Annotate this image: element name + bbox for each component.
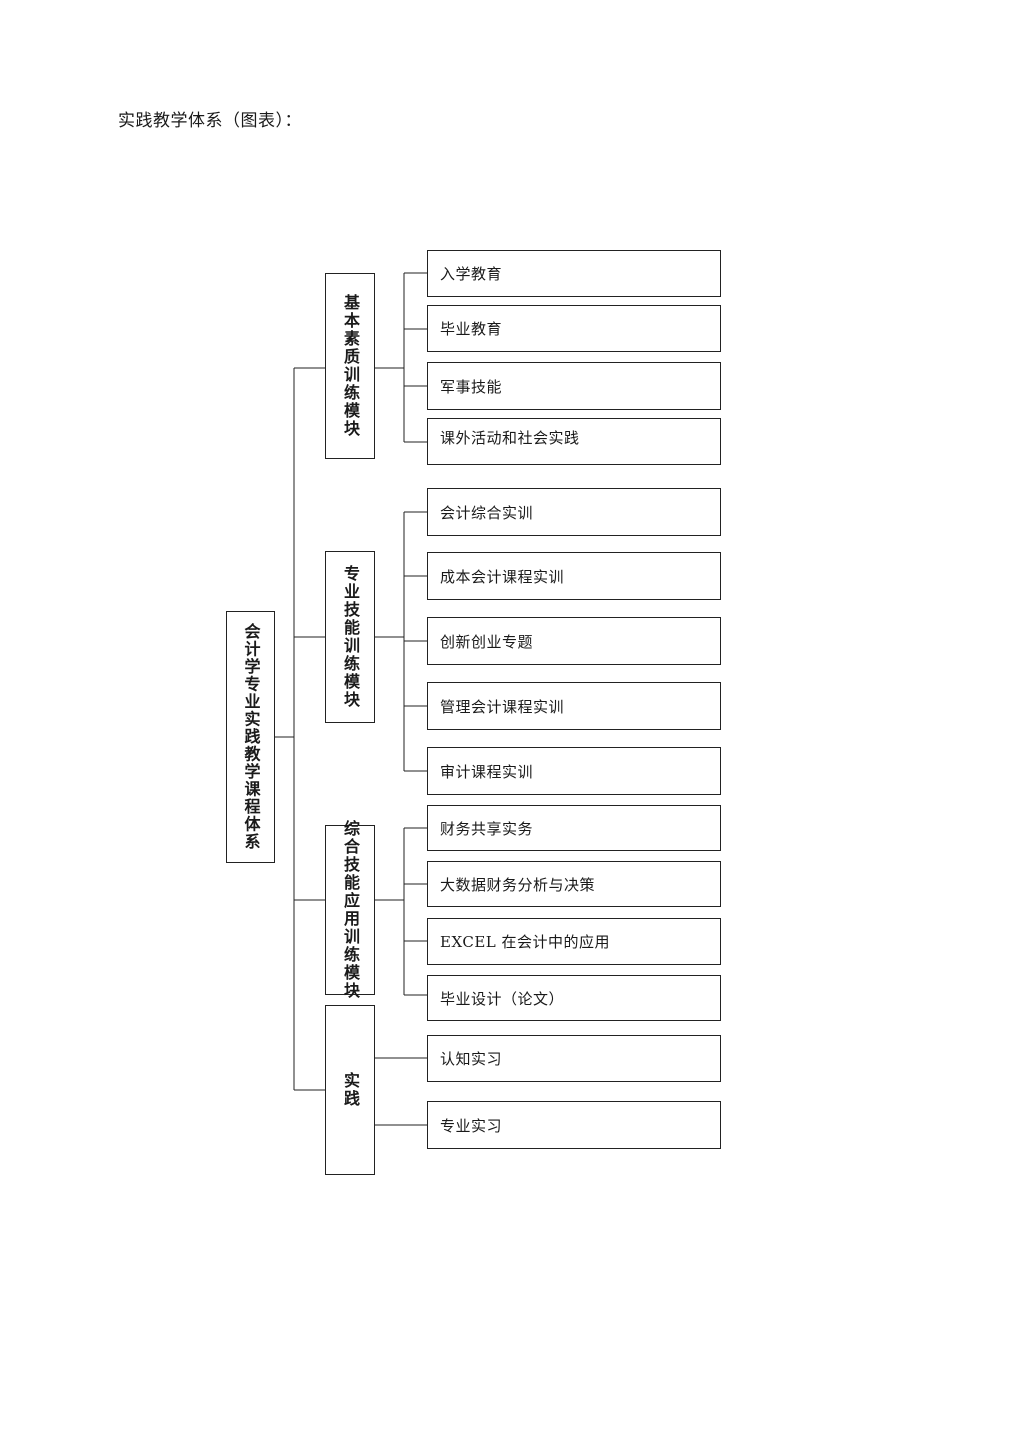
leaf-node-label: 入学教育	[440, 265, 503, 283]
leaf-node-graduation-design-thesis[interactable]: 毕业设计（论文）	[427, 975, 721, 1021]
leaf-node-label: 认知实习	[440, 1050, 503, 1068]
leaf-node-cognitive-internship[interactable]: 认知实习	[427, 1035, 721, 1082]
root-node[interactable]: 会计学专业实践教学课程体系	[226, 611, 275, 863]
leaf-node-military-skills[interactable]: 军事技能	[427, 362, 721, 410]
leaf-node-label: 创新创业专题	[440, 632, 534, 651]
leaf-node-extracurricular-social-practice[interactable]: 课外活动和社会实践	[427, 418, 721, 465]
leaf-node-label: 管理会计课程实训	[440, 697, 565, 716]
leaf-node-label: 专业实习	[440, 1116, 503, 1135]
leaf-node-innovation-entrepreneurship-topic[interactable]: 创新创业专题	[427, 617, 721, 665]
leaf-node-graduation-education[interactable]: 毕业教育	[427, 305, 721, 352]
leaf-node-label: EXCEL 在会计中的应用	[440, 933, 611, 951]
leaf-node-enrollment-education[interactable]: 入学教育	[427, 250, 721, 297]
module-node-comprehensive-skill-application-training[interactable]: 综合技能应用训练模块	[325, 820, 375, 1000]
leaf-node-cost-accounting-course-training[interactable]: 成本会计课程实训	[427, 552, 721, 600]
leaf-node-label: 课外活动和社会实践	[440, 429, 580, 447]
leaf-node-big-data-financial-analysis-decision[interactable]: 大数据财务分析与决策	[427, 861, 721, 907]
module-node-label: 专业技能训练模块	[341, 565, 360, 709]
leaf-node-label: 毕业设计（论文）	[440, 989, 565, 1008]
root-node-label: 会计学专业实践教学课程体系	[241, 623, 261, 851]
page-title: 实践教学体系（图表）：	[118, 111, 302, 131]
module-node-basic-quality-training[interactable]: 基本素质训练模块	[325, 273, 375, 459]
leaf-node-label: 会计综合实训	[440, 503, 534, 522]
leaf-node-professional-internship[interactable]: 专业实习	[427, 1101, 721, 1149]
module-node-label: 综合技能应用训练模块	[341, 820, 360, 1000]
leaf-node-accounting-comprehensive-training[interactable]: 会计综合实训	[427, 488, 721, 536]
module-node-professional-skill-training[interactable]: 专业技能训练模块	[325, 551, 375, 723]
leaf-node-financial-sharing-practice[interactable]: 财务共享实务	[427, 805, 721, 851]
leaf-node-label: 军事技能	[440, 377, 503, 396]
leaf-node-excel-in-accounting[interactable]: EXCEL 在会计中的应用	[427, 918, 721, 965]
leaf-node-audit-course-training[interactable]: 审计课程实训	[427, 747, 721, 795]
leaf-node-label: 审计课程实训	[440, 762, 534, 781]
module-node-label: 实践	[341, 1072, 360, 1108]
leaf-node-label: 成本会计课程实训	[440, 567, 565, 586]
leaf-node-label: 大数据财务分析与决策	[440, 875, 596, 894]
module-node-practice[interactable]: 实践	[325, 1005, 375, 1175]
leaf-node-label: 毕业教育	[440, 320, 503, 338]
leaf-node-label: 财务共享实务	[440, 819, 534, 838]
leaf-node-management-accounting-course-training[interactable]: 管理会计课程实训	[427, 682, 721, 730]
module-node-label: 基本素质训练模块	[341, 294, 360, 438]
